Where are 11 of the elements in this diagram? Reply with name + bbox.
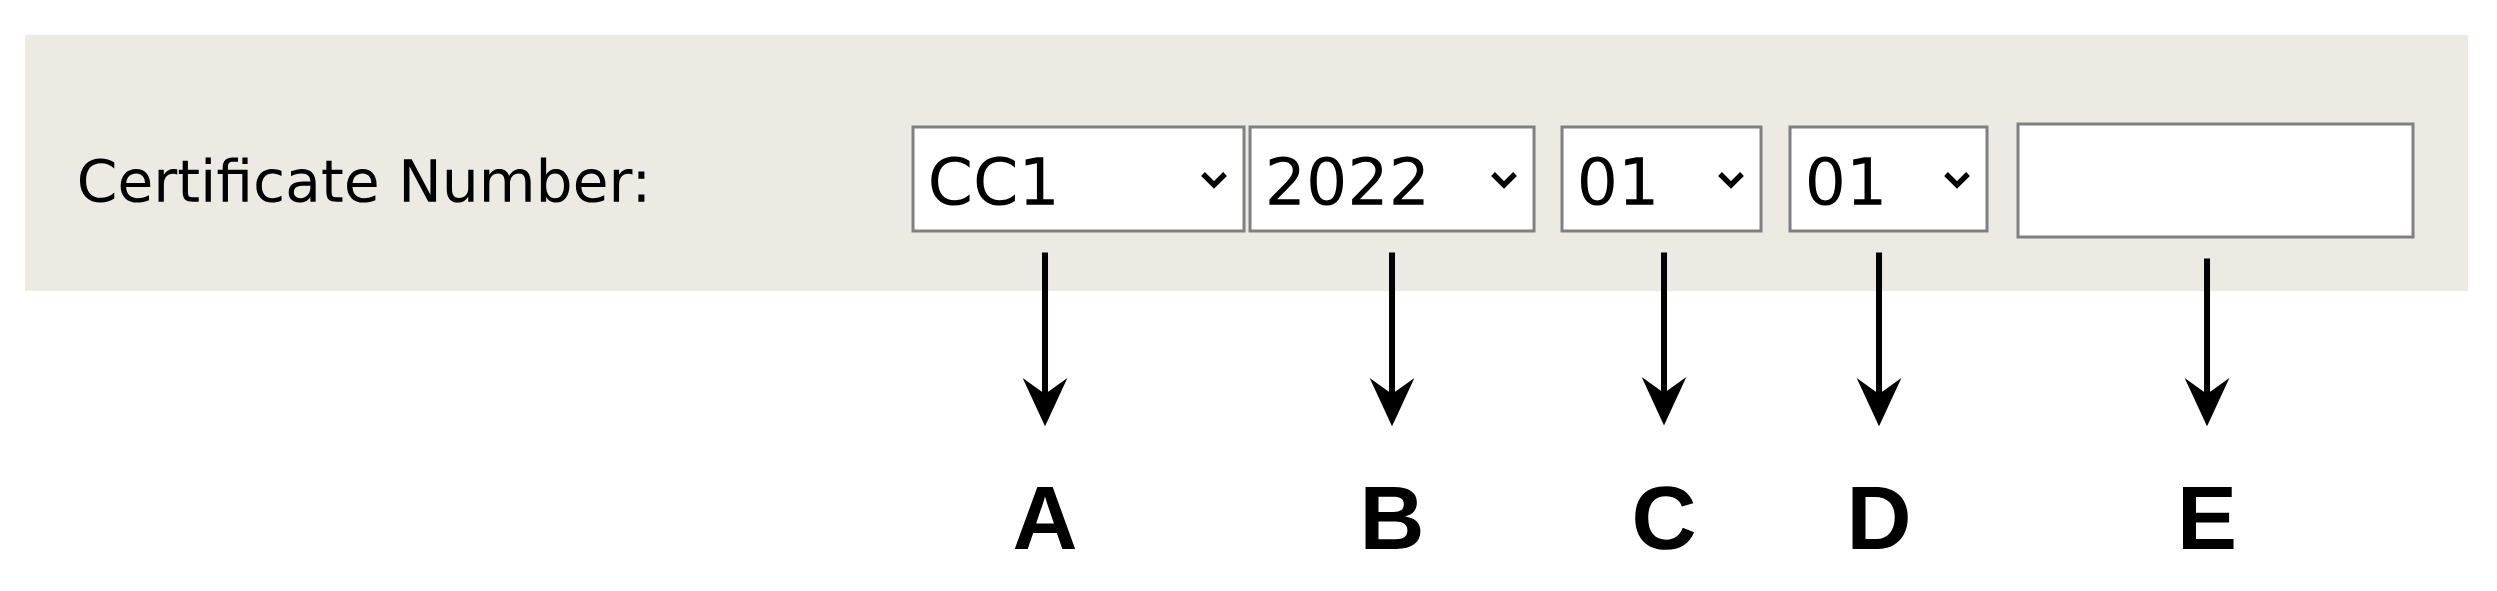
dropdown-field: 01 — [1560, 125, 1763, 233]
dropdown-field: 2022 — [1248, 125, 1536, 233]
dropdown-field: CC1 — [911, 125, 1246, 233]
callout-letter: D — [1852, 487, 1908, 549]
callout-letter: B — [1365, 487, 1421, 549]
callout-letter: A — [1014, 487, 1076, 549]
callout-letter: E — [2183, 487, 2234, 549]
callout-letter: C — [1635, 486, 1695, 550]
dropdown-field: 01 — [1788, 125, 1989, 233]
field-label: Certificate Number: — [80, 157, 645, 203]
input-field — [2016, 122, 2415, 239]
